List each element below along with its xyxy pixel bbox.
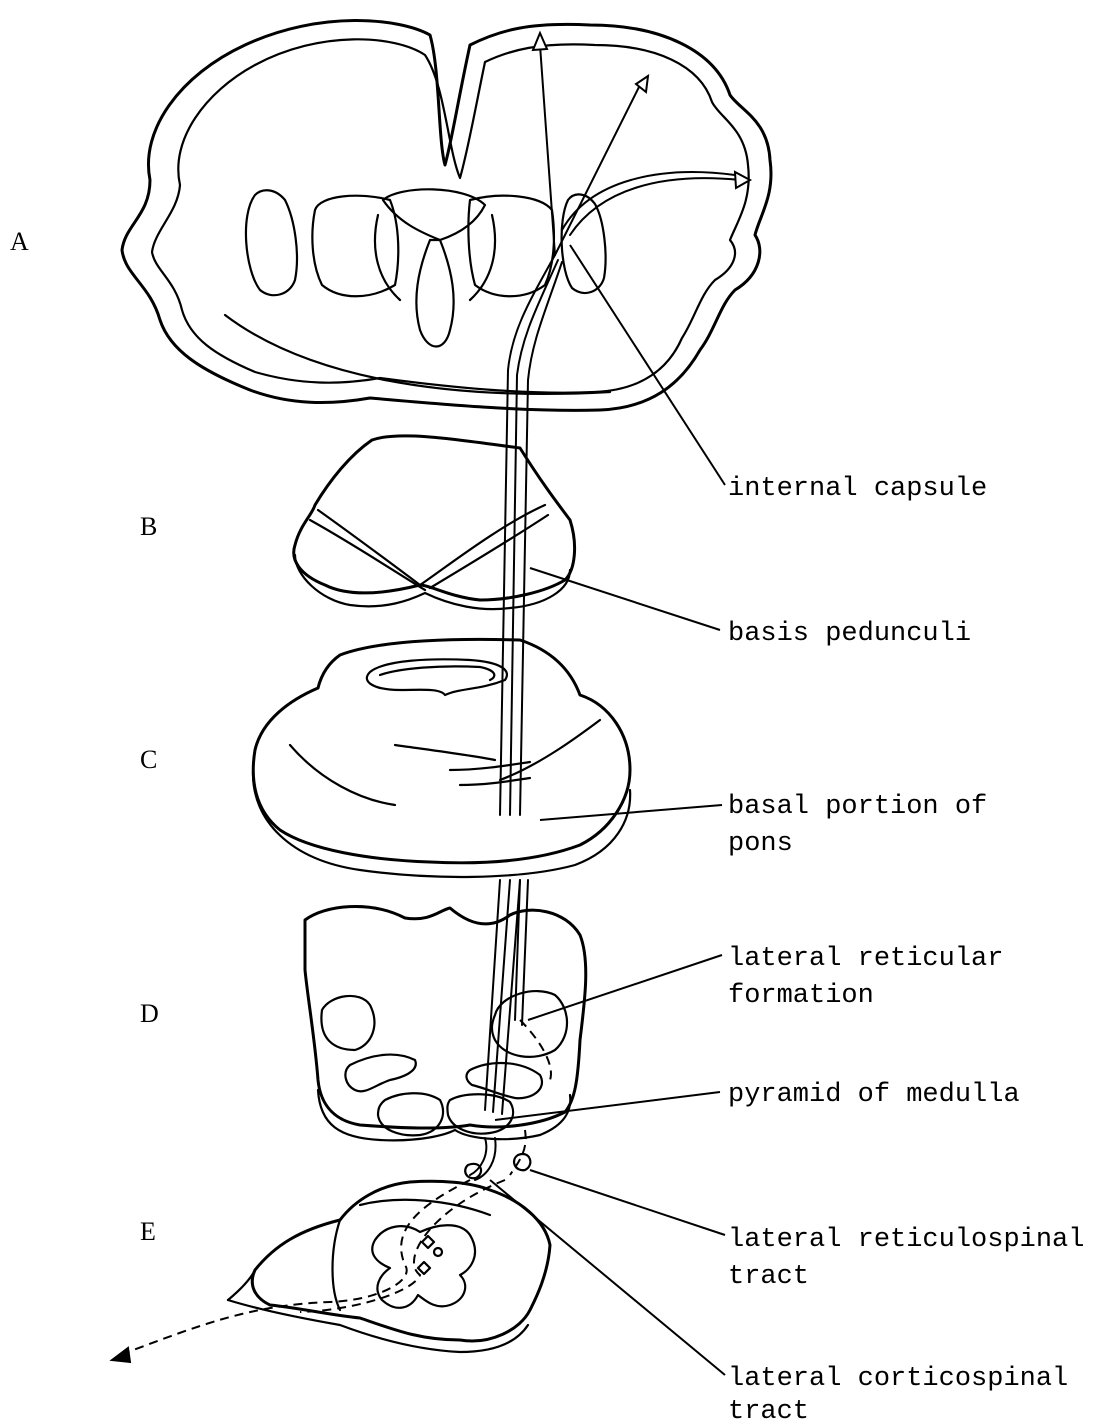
pons-transverse-fiber-1 <box>290 745 395 805</box>
inferior-olive-left <box>345 1055 415 1092</box>
midline-ventricle <box>416 240 453 347</box>
corticospinal-leader <box>490 1180 725 1375</box>
label-pyramid: pyramid of medulla <box>728 1080 1020 1110</box>
label-basal-pons-line1: basal portion of <box>728 792 987 822</box>
lateral-ventricle-right <box>562 194 606 293</box>
fourth-ventricle <box>367 659 507 695</box>
label-lat-retspin-line1: lateral reticulospinal <box>728 1225 1084 1255</box>
pons-transverse-fiber-5 <box>460 778 530 785</box>
descending-fiber-lower-2 <box>493 880 510 1112</box>
descending-fiber-lower-1 <box>485 880 500 1110</box>
pons-transverse-fiber-4 <box>450 762 530 770</box>
section-label-d: D <box>140 999 159 1028</box>
section-c-pons <box>253 639 722 877</box>
label-lat-ret-form-line1: lateral reticular <box>728 944 1003 974</box>
section-label-e: E <box>140 1217 156 1246</box>
section-label-b: B <box>140 512 157 541</box>
fiber-radiation-4 <box>562 172 735 230</box>
lateral-corticospinal-tract <box>465 1164 481 1178</box>
label-internal-capsule: internal capsule <box>728 474 987 504</box>
arrowhead-1 <box>533 33 547 50</box>
corticospinal-fibers-lower <box>485 880 528 1114</box>
central-canal <box>434 1248 442 1256</box>
label-basis-pedunculi: basis pedunculi <box>728 619 971 649</box>
section-d-medulla <box>305 906 722 1180</box>
corticospinal-fibers-upper <box>500 33 750 815</box>
to-reticular-2 <box>522 880 528 1025</box>
medulla-outline <box>305 906 586 1128</box>
section-label-c: C <box>140 745 157 774</box>
midbrain-lower-rim <box>295 555 570 609</box>
descending-fiber-3 <box>520 262 562 815</box>
section-a-cerebrum <box>122 20 771 410</box>
reticulospinal-leader <box>530 1170 725 1235</box>
label-lat-cortspin-line1: lateral corticospinal <box>728 1364 1068 1394</box>
spinal-nerve-root <box>228 1220 340 1310</box>
fiber-radiation-2 <box>555 85 640 255</box>
decussation-fiber <box>470 1138 486 1175</box>
reticular-formation-oval <box>492 991 567 1057</box>
lateral-ventricle-left <box>246 190 297 295</box>
fiber-radiation-1 <box>540 45 555 255</box>
reticular-formation-leader <box>528 955 722 1020</box>
pons-transverse-fiber-2 <box>395 745 495 760</box>
label-lat-cortspin-line2: tract <box>728 1397 809 1427</box>
cerebrum-cortex-inner-outline <box>152 39 749 392</box>
label-lat-ret-form-line2: formation <box>728 981 874 1011</box>
lateral-reticulospinal-tract <box>514 1154 530 1170</box>
label-basal-pons-line2: pons <box>728 829 793 859</box>
spinal-arrowhead <box>112 1348 130 1362</box>
label-lat-retspin-line2: tract <box>728 1262 809 1292</box>
internal-capsule-leader <box>570 245 725 485</box>
olive-left <box>321 996 374 1050</box>
section-e-spinal-cord <box>112 1154 725 1375</box>
descending-fiber-1 <box>500 255 555 815</box>
pons-transverse-fiber-3 <box>500 720 600 780</box>
basal-pons-leader <box>540 805 722 820</box>
fourth-ventricle-inner <box>380 666 494 680</box>
section-label-a: A <box>10 227 29 256</box>
basis-pedunculi-leader <box>530 568 720 630</box>
spinal-cord-lower-rim <box>228 1300 528 1352</box>
